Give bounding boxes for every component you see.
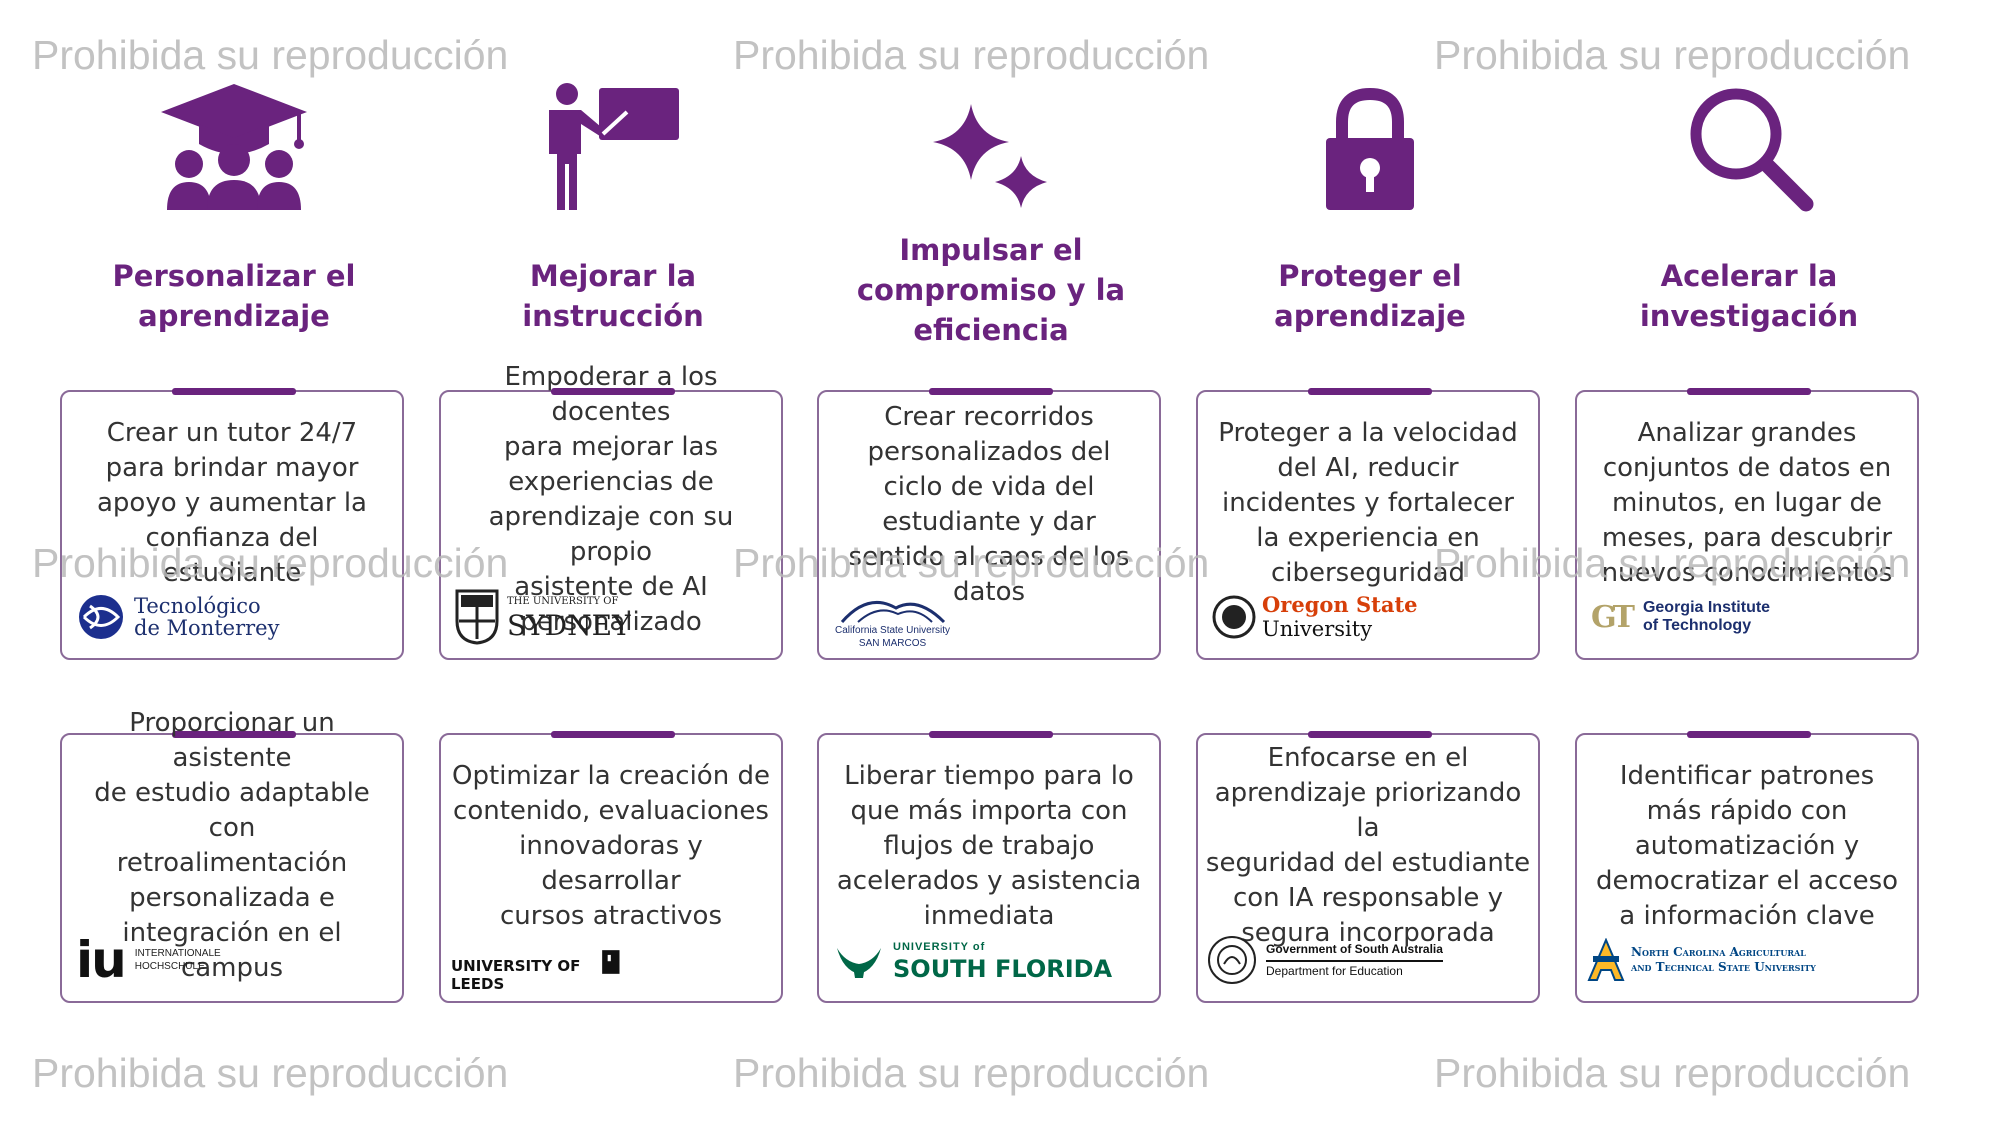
card-text: Empoderar a los docentes para mejorar la… [488, 362, 734, 637]
column-heading: Mejorar la instrucción [522, 259, 704, 333]
georgia-tech-logo: GT Georgia Institute of Technology [1591, 586, 1770, 648]
card-tab [172, 731, 296, 738]
logo-line-2: SOUTH FLORIDA [893, 955, 1113, 983]
logo-line-1: California State University [835, 625, 951, 636]
card-tab [1308, 731, 1432, 738]
government-south-australia-logo: Government of South Australia Department… [1206, 929, 1443, 991]
card-text: Identificar patrones más rápido con auto… [1595, 760, 1899, 931]
column-heading: Acelerar la investigación [1639, 259, 1859, 333]
logo-line-2: and Technical State University [1631, 960, 1816, 974]
logo-line-2: University [1262, 617, 1373, 641]
logo-mark: iu [76, 931, 127, 989]
card-tab [1687, 388, 1811, 395]
use-case-card: Optimizar la creación de contenido, eval… [439, 731, 783, 1003]
card-text: Crear un tutor 24/7 para brindar mayor a… [96, 417, 367, 588]
column-instruction: Mejorar la instrucción Empoderar a los d… [439, 0, 787, 1125]
card-tab [1308, 388, 1432, 395]
column-heading: Impulsar el compromiso y la eficiencia [856, 233, 1126, 347]
logo-mark: GT [1591, 599, 1635, 635]
usf-logo: UNIVERSITY of SOUTH FLORIDA [833, 929, 1112, 991]
logo-line-1: Georgia Institute [1642, 599, 1771, 616]
logo-line-2: Department for Education [1266, 964, 1403, 978]
state-seal-icon [1208, 936, 1256, 984]
card-text: Liberar tiempo para lo que más importa c… [836, 760, 1142, 931]
globe-icon [79, 595, 123, 639]
card-tab [551, 731, 675, 738]
column-personalize: Personalizar el aprendizaje Crear un tut… [60, 0, 408, 1125]
use-case-card: Empoderar a los docentes para mejorar la… [439, 362, 783, 660]
use-case-card: Analizar grandes conjuntos de datos en m… [1575, 388, 1919, 660]
logo-line-2: of Technology [1642, 617, 1752, 634]
logo-line-2: SYDNEY [507, 609, 631, 642]
logo-line-1: Government of South Australia [1266, 940, 1443, 962]
presenter-icon [439, 72, 787, 212]
logo-line-1: North Carolina Agricultural [1631, 945, 1806, 959]
card-text: Optimizar la creación de contenido, eval… [452, 760, 770, 931]
use-case-card: Crear recorridos personalizados del cicl… [817, 388, 1161, 660]
university-of-sydney-logo: THE UNIVERSITY OF SYDNEY [455, 586, 631, 648]
seal-icon [1212, 595, 1256, 639]
tecnologico-monterrey-logo: Tecnológico de Monterrey [76, 586, 279, 648]
bull-horns-icon [837, 948, 881, 978]
iu-logo: iu INTERNATIONALE HOCHSCHULE [76, 929, 221, 991]
use-case-card: Identificar patrones más rápido con auto… [1575, 731, 1919, 1003]
logo-line-1: Oregon State [1262, 592, 1418, 617]
logo-line-1: UNIVERSITY OF LEEDS [451, 957, 581, 993]
university-of-leeds-logo: UNIVERSITY OF LEEDS [451, 931, 771, 993]
tower-icon [602, 950, 620, 974]
card-text: Analizar grandes conjuntos de datos en m… [1601, 417, 1893, 588]
graduation-group-icon [60, 72, 408, 212]
column-engagement: Impulsar el compromiso y la eficiencia C… [817, 0, 1165, 1125]
nc-at-logo: North Carolina Agricultural and Technica… [1587, 929, 1816, 991]
column-heading: Proteger el aprendizaje [1274, 259, 1466, 333]
column-protect: Proteger el aprendizaje Proteger a la ve… [1196, 0, 1544, 1125]
use-case-card: Proporcionar un asistente de estudio ada… [60, 708, 404, 1003]
card-tab [1687, 731, 1811, 738]
sparkle-icon [817, 72, 1165, 212]
use-case-card: Enfocarse en el aprendizaje priorizando … [1196, 731, 1540, 1003]
logo-line-1: UNIVERSITY of [893, 941, 986, 953]
logo-line-1: INTERNATIONALE [134, 948, 221, 959]
card-tab [551, 388, 675, 395]
mountains-icon [840, 600, 945, 624]
use-case-card: Proteger a la velocidad del AI, reducir … [1196, 388, 1540, 660]
logo-line-1: Tecnológico [134, 594, 261, 618]
card-tab [929, 388, 1053, 395]
logo-line-2: de Monterrey [134, 616, 280, 640]
card-text: Proporcionar un asistente de estudio ada… [94, 708, 370, 983]
card-text: Proteger a la velocidad del AI, reducir … [1218, 417, 1518, 588]
magnifier-icon [1575, 72, 1923, 212]
crest-icon [455, 589, 499, 645]
card-tab [929, 731, 1053, 738]
card-text: Enfocarse en el aprendizaje priorizando … [1205, 743, 1531, 948]
csu-san-marcos-logo: California State University SAN MARCOS [835, 590, 950, 652]
column-research: Acelerar la investigación Analizar grand… [1575, 0, 1923, 1125]
logo-line-2: SAN MARCOS [858, 638, 927, 649]
logo-line-2: HOCHSCHULE [134, 961, 205, 972]
padlock-icon [1196, 72, 1544, 212]
aggie-mark-icon [1587, 938, 1625, 981]
use-case-card: Crear un tutor 24/7 para brindar mayor a… [60, 388, 404, 660]
card-tab [172, 388, 296, 395]
logo-line-1: THE UNIVERSITY OF [507, 596, 619, 607]
card-text: Crear recorridos personalizados del cicl… [848, 402, 1130, 607]
oregon-state-logo: Oregon State University [1212, 586, 1418, 648]
column-heading: Personalizar el aprendizaje [112, 259, 356, 333]
use-case-card: Liberar tiempo para lo que más importa c… [817, 731, 1161, 1003]
